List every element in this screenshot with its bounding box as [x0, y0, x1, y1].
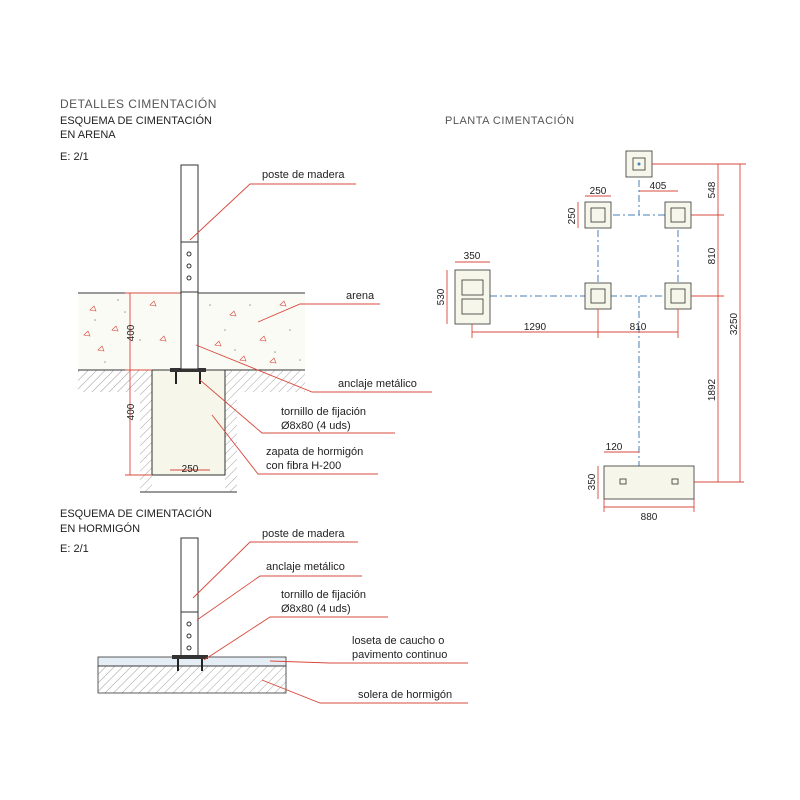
plan-dim-880: 880	[641, 512, 658, 523]
horm-scale: E: 2/1	[60, 543, 89, 555]
label-anclaje-2: anclaje metálico	[266, 561, 345, 573]
label-solera: solera de hormigón	[358, 689, 452, 701]
leader-anclaje-2	[196, 575, 362, 621]
label-poste: poste de madera	[262, 169, 345, 181]
soil-hatch-left	[140, 392, 152, 492]
plan-dim-350b: 350	[587, 473, 598, 490]
label-tornillo-1: tornillo de fijación	[281, 406, 366, 418]
leader-anclaje	[195, 344, 432, 393]
concrete-slab	[97, 665, 287, 694]
arena-detail: 400 400 250 poste de madera arena anclaj…	[78, 164, 432, 493]
pad-r2-left	[584, 282, 612, 310]
leader-tornillo	[199, 379, 395, 434]
post-bracket	[180, 241, 199, 293]
plan-dim-250w: 250	[590, 186, 607, 197]
label-arena: arena	[346, 290, 375, 302]
main-title: DETALLES CIMENTACIÓN	[60, 96, 217, 111]
sand-dots	[94, 299, 301, 363]
plan-dim-250h: 250	[567, 207, 578, 224]
plan-title: PLANTA CIMENTACIÓN	[445, 114, 575, 127]
label-zapata-1: zapata de hormigón	[266, 446, 363, 458]
plan-dim-548: 548	[707, 181, 718, 198]
label-zapata-2: con fibra H-200	[266, 460, 341, 472]
label-loseta-2: pavimento continuo	[352, 649, 447, 661]
plan-dim-1892: 1892	[707, 378, 718, 401]
label-poste-2: poste de madera	[262, 528, 345, 540]
plan-dim-3250: 3250	[729, 312, 740, 335]
plan-dim-530: 530	[436, 288, 447, 305]
plan-dim-810v: 810	[707, 247, 718, 264]
leader-zapata	[211, 414, 378, 475]
anchor-plate	[170, 368, 206, 372]
plan-dim-350: 350	[464, 251, 481, 262]
horm-heading-line2: EN HORMIGÓN	[60, 522, 140, 535]
leader-loseta	[269, 660, 468, 664]
plan-dim-405: 405	[650, 181, 667, 192]
leader-arena	[257, 303, 380, 323]
leader-poste-2	[192, 541, 358, 599]
arena-heading-line1: ESQUEMA DE CIMENTACIÓN	[60, 114, 212, 127]
leader-poste	[189, 183, 356, 241]
sand-texture	[83, 300, 287, 364]
arena-scale: E: 2/1	[60, 151, 89, 163]
leader-solera	[261, 679, 468, 704]
pad-r2-right	[664, 282, 692, 310]
soil-hatch-right	[225, 392, 237, 492]
label-tornillo-2: Ø8x80 (4 uds)	[281, 420, 351, 432]
horm-heading-line1: ESQUEMA DE CIMENTACIÓN	[60, 507, 212, 520]
pad-bottom	[603, 465, 695, 500]
label-tornillo-2a: tornillo de fijación	[281, 589, 366, 601]
arena-dim-upper: 400	[126, 324, 137, 341]
arena-dim-width: 250	[182, 464, 199, 475]
hormigon-detail: poste de madera anclaje metálico tornill…	[97, 528, 468, 704]
arena-dim-lower: 400	[126, 403, 137, 420]
foundation-plan: 250 250 405 548 810 1892 3250 350 530 12…	[436, 150, 746, 523]
plan-dim-120: 120	[606, 442, 623, 453]
concrete-footing	[151, 369, 226, 476]
label-anclaje: anclaje metálico	[338, 378, 417, 390]
label-loseta-1: loseta de caucho o	[352, 635, 444, 647]
pad-r1-right	[664, 201, 692, 229]
plan-dim-810h: 810	[630, 322, 647, 333]
plan-dim-1290: 1290	[524, 322, 547, 333]
leader-tornillo-2	[203, 616, 388, 661]
pad-large-left	[454, 269, 491, 325]
arena-heading-line2: EN ARENA	[60, 129, 116, 141]
pad-r1-left	[584, 201, 612, 229]
label-tornillo-2b: Ø8x80 (4 uds)	[281, 603, 351, 615]
